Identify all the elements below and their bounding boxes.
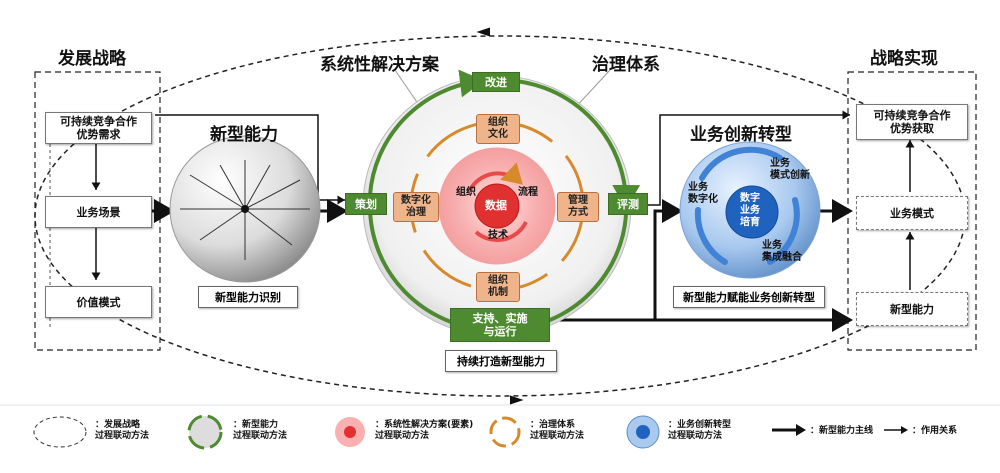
solution-title: 系统性解决方案: [320, 55, 439, 75]
sphere-cycle-icon: [187, 414, 223, 450]
element-org: 组织: [456, 187, 476, 198]
gov-management-style: 管理 方式: [557, 192, 599, 222]
gov-digital-governance: 数字化 治理: [393, 192, 439, 222]
legend-text-7: ：作用关系: [912, 426, 958, 436]
legend-text-5: ：业务创新转型 过程联动方法: [668, 420, 732, 441]
tag-plan: 策划: [345, 193, 387, 215]
right-panel-title: 战略实现: [870, 49, 938, 69]
tag-support: 支持、实施 与运行: [450, 308, 550, 342]
left-box-competitive-demand: 可持续竞争合作 优势需求: [45, 112, 152, 144]
business-digitalization-label: 业务 数字化: [688, 182, 718, 205]
left-box-value-model: 价值模式: [45, 286, 152, 318]
business-core: 数字 业务 培育: [740, 193, 760, 228]
gov-org-culture: 组织 文化: [476, 114, 520, 144]
thick-arrow-icon: [772, 424, 806, 436]
right-box-new-capability: 新型能力: [856, 292, 968, 326]
governance-title: 治理体系: [592, 55, 660, 75]
business-integration-label: 业务 集成融合: [762, 240, 802, 263]
capability-title: 新型能力: [210, 125, 278, 145]
legend-text-1: ：发展战略 过程联动方法: [95, 420, 150, 441]
dashed-ellipse-icon: [33, 416, 87, 448]
legend-text-3: ：系统性解决方案(要素) 过程联动方法: [375, 420, 474, 441]
legend-text-2: ：新型能力 过程联动方法: [233, 420, 288, 441]
element-data: 数据: [485, 199, 507, 212]
business-caption: 新型能力赋能业务创新转型: [673, 286, 825, 308]
blue-sphere-icon: [626, 415, 660, 449]
left-panel-title: 发展战略: [58, 49, 126, 69]
center-caption: 持续打造新型能力: [445, 350, 557, 372]
thin-arrow-icon: [884, 426, 908, 434]
capability-caption: 新型能力识别: [198, 286, 298, 308]
red-cycle-icon: [335, 417, 365, 447]
tag-evaluate: 评测: [608, 193, 648, 215]
right-box-competitive-gain: 可持续竞争合作 优势获取: [856, 104, 968, 140]
yellow-cycle-icon: [489, 416, 521, 448]
left-box-business-scenario: 业务场景: [45, 196, 152, 228]
business-title: 业务创新转型: [690, 125, 792, 145]
gov-org-mechanism: 组织 机制: [476, 272, 520, 302]
business-model-innovation-label: 业务 模式创新: [770, 158, 810, 181]
tag-improve: 改进: [472, 72, 520, 92]
right-box-business-model: 业务模式: [856, 196, 968, 230]
element-tech: 技术: [488, 230, 508, 241]
legend-text-4: ：治理体系 过程联动方法: [530, 420, 585, 441]
legend: ：发展战略 过程联动方法 ：新型能力 过程联动方法 ：系统性解决方案(要素) 过…: [0, 410, 1000, 470]
legend-text-6: ：新型能力主线: [810, 426, 874, 436]
element-process: 流程: [518, 187, 538, 198]
